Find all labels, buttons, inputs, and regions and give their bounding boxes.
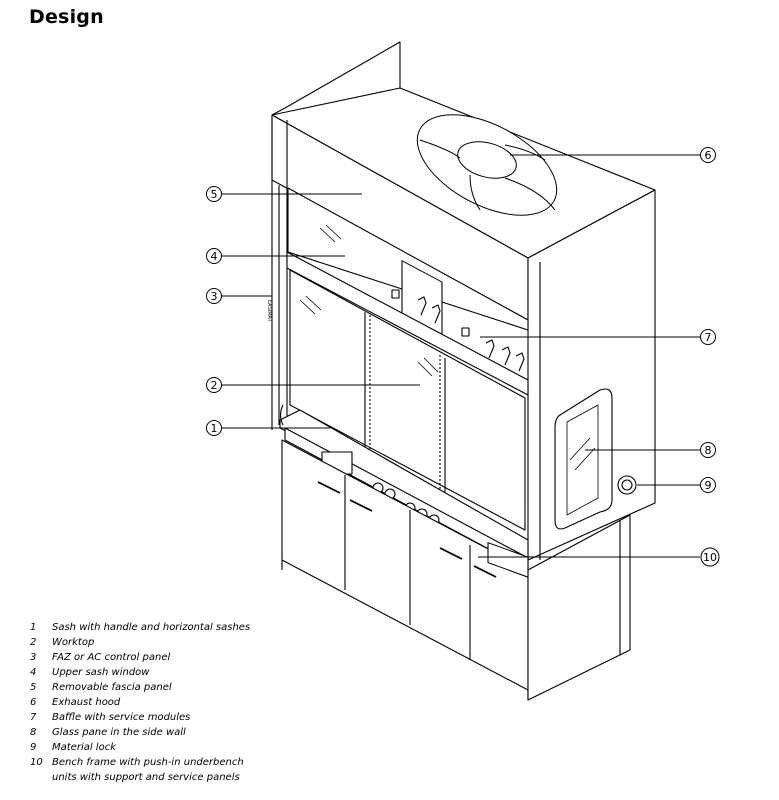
svg-text:9: 9 [705,479,712,492]
legend-item: 7 Baffle with service modules [30,710,250,725]
callout-8: 8 [700,442,716,458]
legend-number: 7 [30,712,37,723]
side-glass-pane [554,388,613,530]
legend-text: Removable fascia panel [52,682,172,693]
svg-text:3: 3 [211,290,218,303]
legend-text: Material lock [52,742,116,753]
legend-text: Worktop [52,637,95,648]
legend-item: 1 Sash with handle and horizontal sashes [30,620,250,635]
svg-text:2: 2 [211,379,218,392]
legend-number: 4 [30,667,37,678]
legend-item: 8 Glass pane in the side wall [30,725,250,740]
callout-10: 10 [700,547,720,567]
legend-number: 1 [30,622,37,633]
legend-number: 2 [30,637,37,648]
callout-1: 1 [206,420,222,436]
legend-text: Sash with handle and horizontal sashes [52,622,251,633]
legend-number: 10 [30,757,43,768]
callout-6: 6 [700,147,716,163]
legend-number: 3 [30,652,37,663]
callout-2: 2 [206,377,222,393]
svg-text:1: 1 [211,422,218,435]
control-panel-label: EASIMAT [266,300,272,323]
svg-text:4: 4 [211,250,218,263]
legend-text: Baffle with service modules [52,712,191,723]
svg-text:8: 8 [705,444,712,457]
legend-number: 6 [30,697,37,708]
legend-item: 6 Exhaust hood [30,695,250,710]
callout-5: 5 [206,186,222,202]
svg-text:7: 7 [705,331,712,344]
legend-item: 5 Removable fascia panel [30,680,250,695]
callout-9: 9 [700,477,716,493]
page-title: Design [29,6,104,28]
svg-text:6: 6 [705,149,712,162]
leader-lines [222,154,700,558]
legend-text: Upper sash window [52,667,150,678]
svg-text:10: 10 [703,551,717,564]
callout-3: 3 [206,288,222,304]
legend-item: 9 Material lock [30,740,250,755]
legend-text: Bench frame with push-in underbench unit… [52,757,244,783]
legend-item: 10 Bench frame with push-in underbench un… [30,755,250,785]
callouts: 1 2 3 4 5 6 7 8 9 10 [206,147,720,567]
callout-7: 7 [700,329,716,345]
callout-4: 4 [206,248,222,264]
legend-number: 5 [30,682,37,693]
legend-text: FAZ or AC control panel [52,652,171,663]
legend-item: 3 FAZ or AC control panel [30,650,250,665]
legend-number: 9 [30,742,37,753]
legend-item: 4 Upper sash window [30,665,250,680]
service-taps [391,289,525,372]
legend-text: Exhaust hood [52,697,121,708]
svg-text:5: 5 [211,188,218,201]
legend-text: Glass pane in the side wall [52,727,186,738]
cupboard-drawing: EASIMAT [266,41,656,701]
legend-item: 2 Worktop [30,635,250,650]
material-lock [617,475,637,495]
exhaust-hood [416,114,558,216]
legend-number: 8 [30,727,37,738]
